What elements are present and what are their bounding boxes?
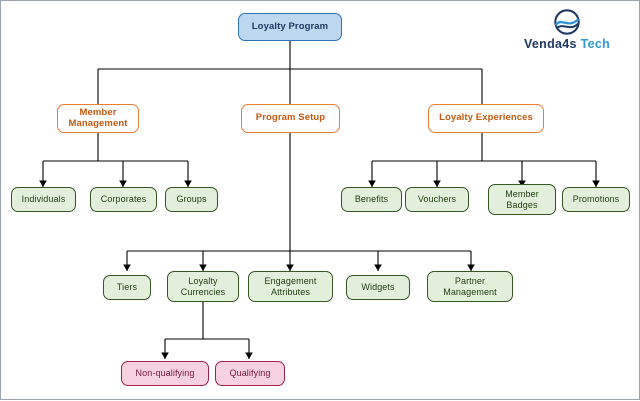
node-engagement-attributes[interactable]: Engagement Attributes [248, 271, 333, 302]
node-non-qualifying[interactable]: Non-qualifying [121, 361, 209, 386]
node-partner-management[interactable]: Partner Management [427, 271, 513, 302]
node-member-badges[interactable]: Member Badges [488, 184, 556, 215]
logo-wordmark: Venda4s Tech [524, 37, 610, 51]
node-tiers[interactable]: Tiers [103, 275, 151, 300]
node-loyalty-experiences[interactable]: Loyalty Experiences [428, 104, 544, 133]
node-vouchers[interactable]: Vouchers [405, 187, 469, 212]
node-widgets[interactable]: Widgets [346, 275, 410, 300]
node-groups[interactable]: Groups [165, 187, 218, 212]
node-loyalty-currencies[interactable]: Loyalty Currencies [167, 271, 239, 302]
node-individuals[interactable]: Individuals [11, 187, 76, 212]
node-promotions[interactable]: Promotions [562, 187, 630, 212]
logo-text-accent: Tech [580, 37, 611, 51]
node-member-management[interactable]: Member Management [57, 104, 139, 133]
node-loyalty-program[interactable]: Loyalty Program [238, 13, 342, 41]
brand-logo: Venda4s Tech [507, 9, 627, 61]
node-corporates[interactable]: Corporates [90, 187, 157, 212]
logo-text-primary: Venda4s [523, 37, 581, 51]
node-program-setup[interactable]: Program Setup [241, 104, 340, 133]
wave-swoosh-mark [554, 9, 580, 35]
node-qualifying[interactable]: Qualifying [215, 361, 285, 386]
node-benefits[interactable]: Benefits [341, 187, 402, 212]
